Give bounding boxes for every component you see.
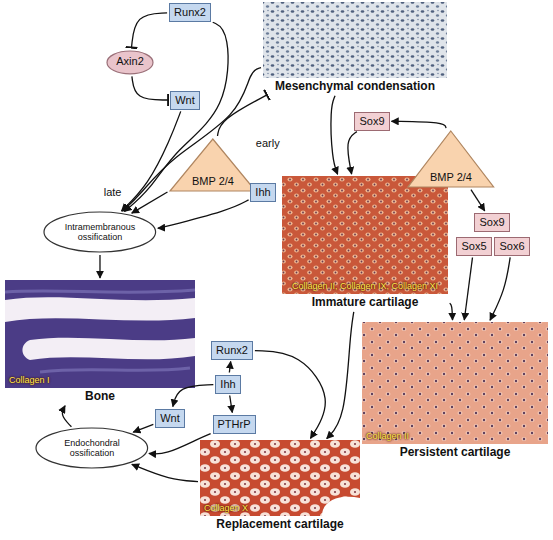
- caption-wrap: Immature cartilage: [282, 295, 448, 310]
- cartilage-micrograph: [200, 440, 360, 516]
- gene-label: Runx2: [174, 6, 206, 19]
- process-ellipse: Intramembranous ossification: [43, 211, 157, 253]
- connector-arrow: [392, 121, 446, 128]
- gene-label: Wnt: [160, 412, 180, 425]
- connector-arrow: [255, 351, 325, 439]
- connector-arrow: [471, 190, 485, 211]
- marrow-space: [322, 497, 360, 516]
- tissue-caption: Immature cartilage: [282, 295, 448, 310]
- gene-box: Runx2: [169, 3, 211, 22]
- collagen-label: Collagen II: [366, 431, 409, 442]
- connector-arrow: [99, 255, 100, 278]
- connector-arrow: [327, 312, 354, 439]
- edge-label: early: [254, 137, 282, 150]
- tissue-panel: Collagen II, Collagen IX, Collagen XI Imm…: [282, 176, 448, 310]
- gene-label: Ihh: [220, 378, 235, 391]
- gene-box: Sox6: [494, 237, 529, 256]
- micrograph-frame: Collagen II, Collagen IX, Collagen XI: [282, 176, 448, 294]
- process-label: Axin2: [116, 55, 144, 68]
- process-label: Intramembranous ossification: [60, 222, 140, 243]
- gene-box: Sox9: [474, 213, 509, 232]
- connector-arrow: [331, 96, 338, 174]
- collagen-label: Collagen X: [204, 503, 248, 514]
- micrograph-frame: Collagen X: [200, 440, 360, 516]
- edge-label: late: [102, 186, 124, 199]
- inhibition-line: [132, 13, 168, 48]
- process-label: Endochondral ossification: [52, 438, 132, 459]
- gene-label: Sox6: [499, 240, 524, 253]
- signal-label: BMP 2/4: [192, 175, 234, 188]
- connector-arrow: [490, 257, 510, 320]
- bone-band: [23, 338, 196, 360]
- micrograph-frame: Collagen I: [5, 280, 195, 388]
- gene-box: PTHrP: [213, 415, 256, 434]
- tissue-caption: Bone: [5, 389, 195, 404]
- bone-micrograph: [5, 280, 195, 388]
- connector-arrow: [230, 395, 233, 412]
- ellipse-shape: [36, 428, 148, 468]
- gene-label: Sox9: [479, 216, 504, 229]
- connector-arrow: [132, 192, 168, 213]
- caption-wrap: Replacement cartilage: [200, 517, 360, 532]
- gene-label: PTHrP: [218, 418, 251, 431]
- bone-streak: [40, 368, 190, 372]
- caption-wrap: Mesenchymal condensation: [263, 79, 447, 94]
- gene-box: Ihh: [250, 183, 275, 202]
- gene-label: Wnt: [175, 94, 195, 107]
- collagen-label: Collagen I: [9, 375, 50, 386]
- connector-arrow: [450, 303, 453, 320]
- cartilage-micrograph: [282, 176, 448, 294]
- signal-triangle: BMP 2/4: [407, 130, 495, 188]
- inhibition-line: [132, 76, 168, 100]
- tissue-panel: Collagen X Replacement cartilage: [200, 440, 360, 532]
- signal-label: BMP 2/4: [430, 171, 472, 184]
- gene-box: Sox5: [456, 237, 491, 256]
- connector-arrow: [173, 385, 213, 407]
- inhibition-line: [218, 95, 267, 136]
- connector-arrow: [229, 361, 230, 372]
- gene-box: Wnt: [170, 91, 200, 110]
- gene-label: Runx2: [216, 344, 248, 357]
- bone-band: [5, 297, 195, 322]
- tissue-panel: Collagen II Persistent cartilage: [362, 322, 548, 460]
- bone-streak: [5, 290, 195, 292]
- connector-arrow: [464, 257, 472, 320]
- connector-arrow: [62, 406, 71, 427]
- mesenchyme-micrograph: [263, 2, 447, 78]
- ellipse-shape: [44, 212, 156, 252]
- connector-arrow: [348, 132, 357, 174]
- gene-label: Sox5: [461, 240, 486, 253]
- connector-arrow: [133, 424, 153, 432]
- tissue-panel: Mesenchymal condensation: [263, 2, 447, 94]
- connector-arrow: [158, 200, 249, 228]
- gene-box: Sox9: [354, 112, 389, 131]
- connector-arrow: [123, 68, 262, 211]
- gene-box: Ihh: [215, 375, 240, 394]
- cartilage-micrograph: [362, 322, 548, 444]
- micrograph-frame: Collagen II: [362, 322, 548, 444]
- gene-label: Sox9: [359, 115, 384, 128]
- connector-arrow: [149, 434, 211, 454]
- gene-box: Wnt: [155, 409, 185, 428]
- tissue-panel: Collagen I Bone: [5, 280, 195, 404]
- collagen-label: Collagen II, Collagen IX, Collagen XI: [282, 281, 448, 292]
- micrograph-frame: [263, 2, 447, 78]
- process-ellipse: Endochondral ossification: [35, 427, 149, 469]
- tissue-caption: Mesenchymal condensation: [263, 79, 447, 94]
- tissue-caption: Replacement cartilage: [200, 517, 360, 532]
- caption-wrap: Bone: [5, 389, 195, 404]
- triangle-shape: [408, 131, 494, 187]
- signal-triangle: BMP 2/4: [169, 138, 257, 192]
- triangle-shape: [170, 139, 256, 191]
- ellipse-shape: [107, 51, 153, 74]
- connector-arrow: [132, 464, 198, 481]
- gene-ellipse: Axin2: [106, 50, 154, 75]
- caption-wrap: Persistent cartilage: [362, 445, 548, 460]
- tissue-caption: Persistent cartilage: [362, 445, 548, 460]
- gene-box: Runx2: [211, 341, 253, 360]
- gene-label: Ihh: [255, 186, 270, 199]
